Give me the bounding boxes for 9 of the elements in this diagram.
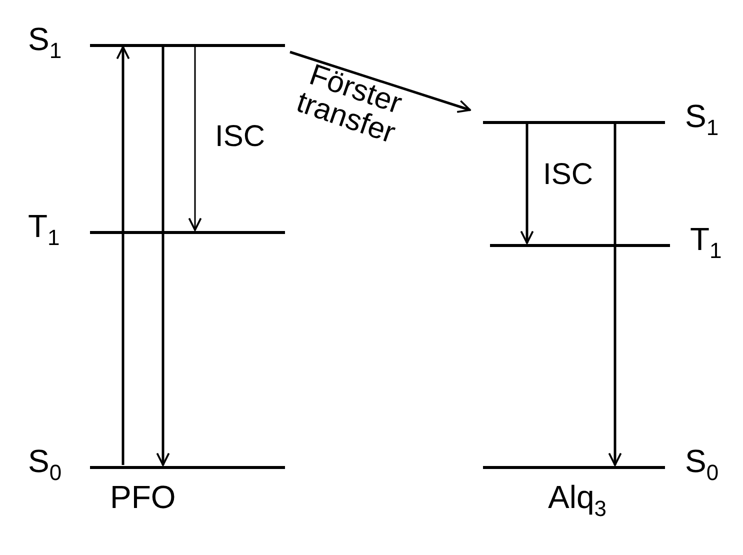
arrow: [608, 124, 622, 466]
material-label: Alq$_{3}$: [548, 480, 606, 514]
material-label: PFO: [110, 480, 176, 514]
arrow: [290, 50, 471, 113]
edge-label: Förster transfer: [291, 57, 407, 152]
arrow: [520, 124, 534, 244]
arrow: [188, 47, 202, 231]
arrow: [116, 46, 130, 465]
arrow: [156, 47, 170, 466]
